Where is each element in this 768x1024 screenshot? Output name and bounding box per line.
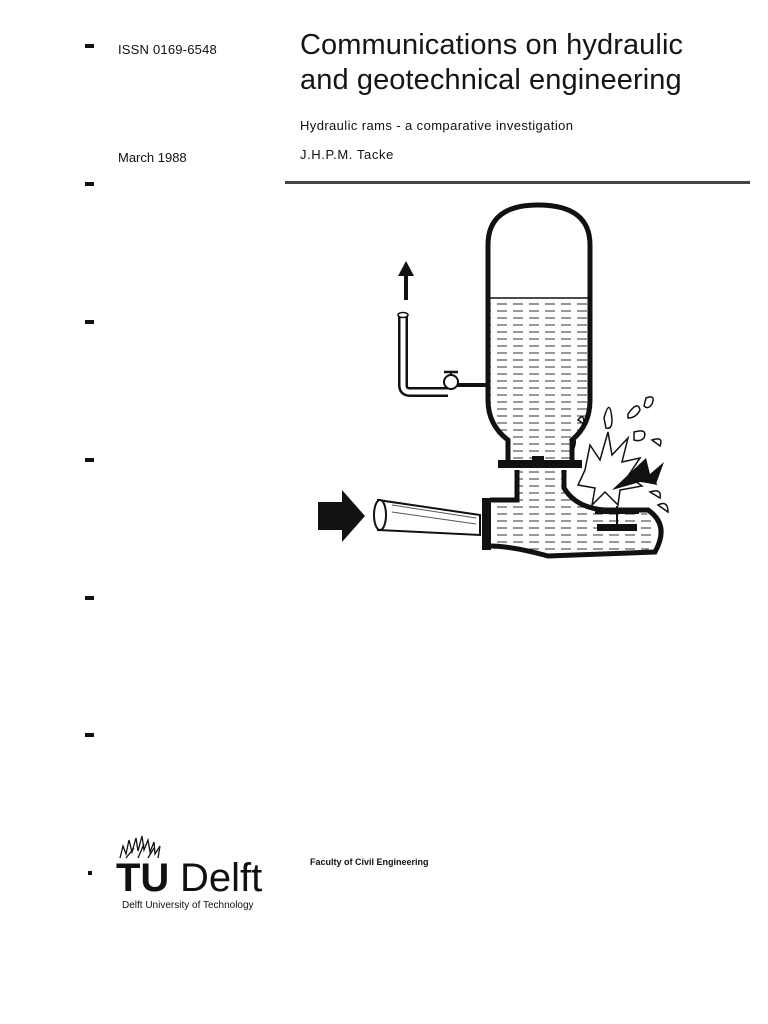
logo-tu: TU [116, 856, 170, 900]
margin-mark [85, 182, 94, 186]
series-title: Communications on hydraulic and geotechn… [300, 28, 683, 98]
author-name: J.H.P.M. Tacke [300, 147, 394, 162]
margin-mark [85, 44, 94, 48]
flame-logo-icon [119, 835, 161, 859]
series-title-line1: Communications on hydraulic [300, 29, 684, 61]
university-name: Delft University of Technology [122, 900, 254, 911]
issn-number: ISSN 0169-6548 [118, 42, 217, 57]
publication-date: March 1988 [118, 150, 187, 165]
margin-mark [85, 733, 94, 737]
header-rule [285, 181, 750, 184]
inflow-arrow-icon [318, 490, 365, 542]
margin-mark [85, 458, 94, 462]
up-arrow-icon [398, 261, 414, 300]
margin-mark [88, 871, 92, 875]
hydraulic-ram-illustration [318, 202, 669, 559]
faculty-name: Faculty of Civil Engineering [310, 857, 429, 867]
valve-handle-icon [443, 370, 488, 390]
margin-mark [85, 596, 94, 600]
series-title-line2: and geotechnical engineering [300, 64, 682, 96]
logo-delft: Delft [180, 856, 263, 900]
margin-mark [85, 320, 94, 324]
report-subtitle: Hydraulic rams - a comparative investiga… [300, 118, 574, 133]
